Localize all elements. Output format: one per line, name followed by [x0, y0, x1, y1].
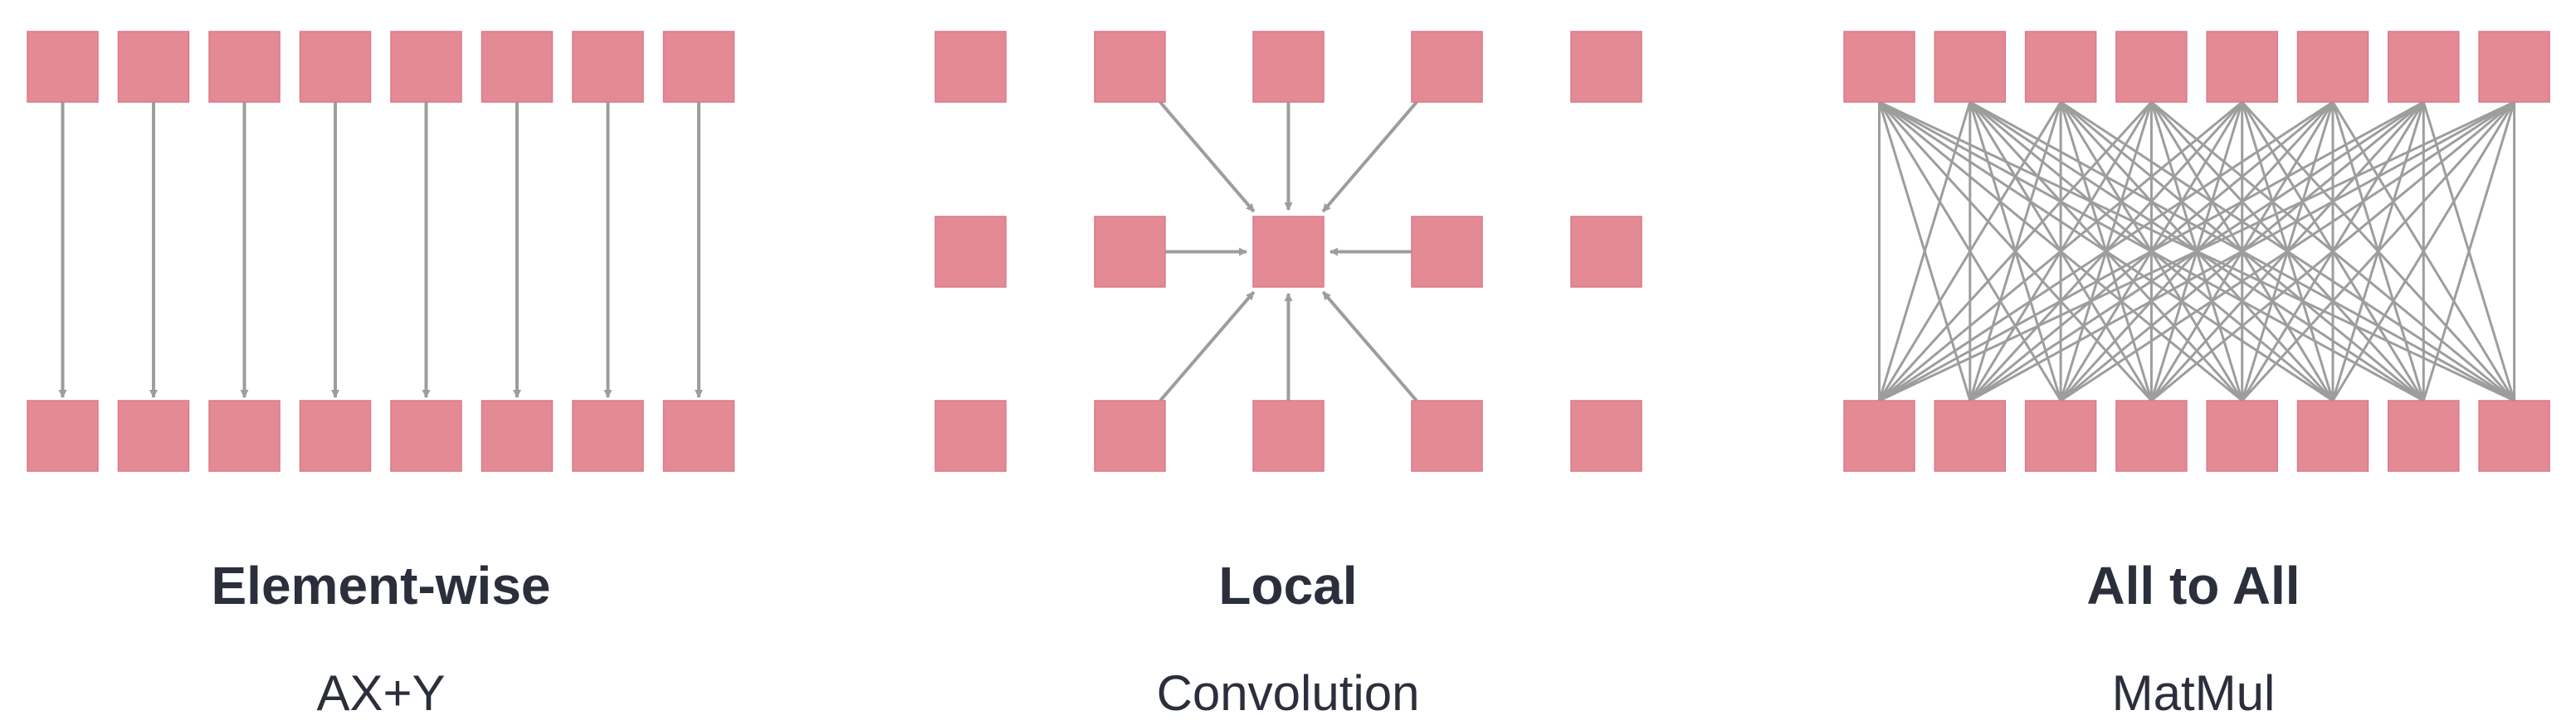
connection-line	[1878, 100, 2153, 402]
connection-line	[2422, 101, 2516, 401]
arrow-to-center	[1321, 100, 1418, 213]
connection-line	[1878, 101, 2062, 401]
connection-line	[1878, 101, 1972, 401]
connection-line	[1878, 100, 2334, 402]
neighbor-cell	[934, 400, 1007, 472]
output-cell	[481, 400, 554, 472]
center-cell	[1252, 216, 1325, 288]
local-diagram	[934, 31, 1642, 472]
output-cell	[2296, 400, 2369, 472]
input-cell	[572, 31, 644, 103]
panel-subtitle-convolution: Convolution	[1156, 665, 1420, 721]
panel-subtitle-axpy: AX+Y	[316, 665, 446, 721]
input-cell	[1934, 31, 2007, 103]
input-cell	[27, 31, 99, 103]
panel-title-element-wise: Element-wise	[211, 556, 551, 616]
output-cell	[2115, 400, 2188, 472]
neighbor-cell	[934, 216, 1007, 288]
neighbor-cell	[1252, 31, 1325, 103]
output-cell	[1934, 400, 2007, 472]
output-cell	[27, 400, 99, 472]
all-to-all-diagram	[1843, 31, 2550, 472]
output-cell	[390, 400, 462, 472]
output-cell	[2388, 400, 2460, 472]
panel-title-local: Local	[1218, 556, 1358, 616]
connection-line	[2331, 101, 2515, 401]
neighbor-cell	[1411, 216, 1483, 288]
input-cell	[2115, 31, 2188, 103]
neighbor-cell	[1094, 216, 1166, 288]
input-cell	[2388, 31, 2460, 103]
neighbor-cell	[1570, 31, 1642, 103]
neighbor-cell	[1411, 400, 1483, 472]
output-cell	[572, 400, 644, 472]
neighbor-cell	[1252, 400, 1325, 472]
output-cell	[2478, 400, 2550, 472]
output-cell	[1843, 400, 1915, 472]
connection-line	[1878, 100, 2243, 402]
input-cell	[299, 31, 372, 103]
connection-line	[1969, 100, 2515, 402]
arrow-to-center	[1321, 290, 1418, 402]
input-cell	[117, 31, 190, 103]
input-cell	[2478, 31, 2550, 103]
output-cell	[2206, 400, 2278, 472]
neighbor-cell	[1094, 31, 1166, 103]
panel-title-all-to-all: All to All	[2086, 556, 2300, 616]
neighbor-cell	[934, 31, 1007, 103]
input-cell	[1843, 31, 1915, 103]
connection-line	[2060, 100, 2515, 402]
output-cell	[299, 400, 372, 472]
connection-line	[1878, 100, 2425, 402]
input-cell	[481, 31, 554, 103]
input-cell	[208, 31, 281, 103]
input-cell	[2206, 31, 2278, 103]
output-cell	[2024, 400, 2097, 472]
panel-subtitle-matmul: MatMul	[2111, 665, 2276, 721]
connection-line	[2150, 100, 2515, 402]
connection-line	[2241, 100, 2515, 402]
output-cell	[662, 400, 735, 472]
arrow-to-center	[1159, 290, 1256, 402]
neighbor-cell	[1411, 31, 1483, 103]
neighbor-cell	[1570, 216, 1642, 288]
arrow-to-center	[1159, 100, 1256, 213]
input-cell	[2296, 31, 2369, 103]
output-cell	[117, 400, 190, 472]
input-cell	[2024, 31, 2097, 103]
neighbor-cell	[1094, 400, 1166, 472]
input-cell	[390, 31, 462, 103]
output-cell	[208, 400, 281, 472]
element-wise-diagram	[27, 31, 735, 472]
neighbor-cell	[1570, 400, 1642, 472]
connection-line	[1878, 100, 2515, 402]
input-cell	[662, 31, 735, 103]
